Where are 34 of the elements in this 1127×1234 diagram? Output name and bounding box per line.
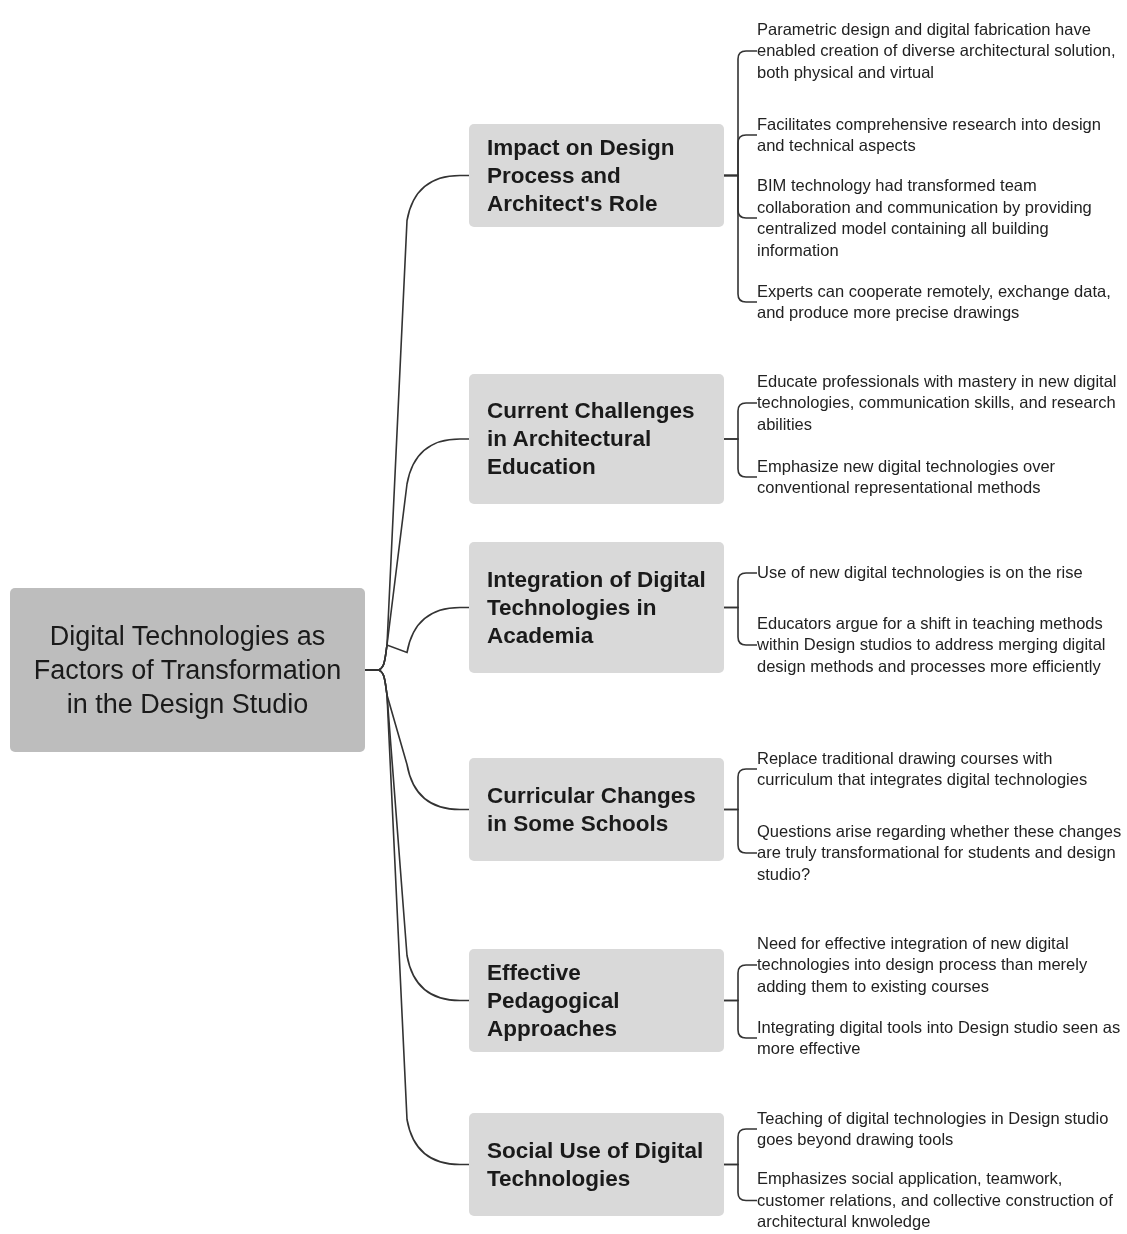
topic-text: Integration of Digital Technologies in Academia <box>487 565 706 650</box>
connector-line <box>723 999 758 1039</box>
connector-line <box>723 808 758 854</box>
topic-text: Digital Technologies as Factors of Transformation in the Design Studio <box>32 620 343 721</box>
subtopic-box <box>469 542 724 673</box>
subtopic-box <box>469 1113 724 1216</box>
topic-text: Social Use of Digital Technologies <box>487 1136 705 1193</box>
topic-text: Effective Pedagogical Approaches <box>487 958 621 1043</box>
note-text: Educate professionals with mastery in new digital technologies, communication skills, and research abilities <box>757 370 1118 435</box>
subtopic-box <box>469 949 724 1052</box>
connector-line <box>723 1163 758 1202</box>
connector-line <box>723 174 758 303</box>
note-text: Parametric design and digital fabrication have enabled creation of diverse architectural solution, both physical and virtual <box>757 18 1117 83</box>
note-text: Questions arise regarding whether these changes are truly transformational for students and design studio? <box>757 820 1123 885</box>
note-text: Integrating digital tools into Design studio seen as more effective <box>757 1016 1122 1059</box>
subtopic-box <box>469 758 724 861</box>
note-text: Educators argue for a shift in teaching methods within Design studios to address merging digital design methods and processes more efficiently <box>757 612 1107 677</box>
note-text: Use of new digital technologies is on the rise <box>757 562 1083 584</box>
note-text: Replace traditional drawing courses with curriculum that integrates digital technologies <box>757 747 1089 790</box>
subtopic-box <box>469 124 724 227</box>
note-text: Experts can cooperate remotely, exchange data, and produce more precise drawings <box>757 280 1112 323</box>
note-text: Need for effective integration of new digital technologies into design process than merely adding them to existing courses <box>757 932 1089 997</box>
note-text: Teaching of digital technologies in Design studio goes beyond drawing tools <box>757 1107 1110 1150</box>
topic-text: Impact on Design Process and Architect's Role <box>487 133 676 218</box>
note-text: Emphasize new digital technologies over conventional representational methods <box>757 455 1057 498</box>
note-text: Facilitates comprehensive research into design and technical aspects <box>757 113 1102 156</box>
topic-box <box>10 588 365 752</box>
note-text: Emphasizes social application, teamwork, customer relations, and collective construction of architectural knwoledge <box>757 1168 1114 1233</box>
note-text: BIM technology had transformed team collaboration and communication by providing centralized model containing all building information <box>757 175 1093 261</box>
connector-line <box>723 438 758 478</box>
connector-line <box>723 606 758 646</box>
topic-text: Curricular Changes in Some Schools <box>487 781 697 838</box>
topic-text: Current Challenges in Architectural Education <box>487 397 696 481</box>
subtopic-box <box>469 374 724 504</box>
